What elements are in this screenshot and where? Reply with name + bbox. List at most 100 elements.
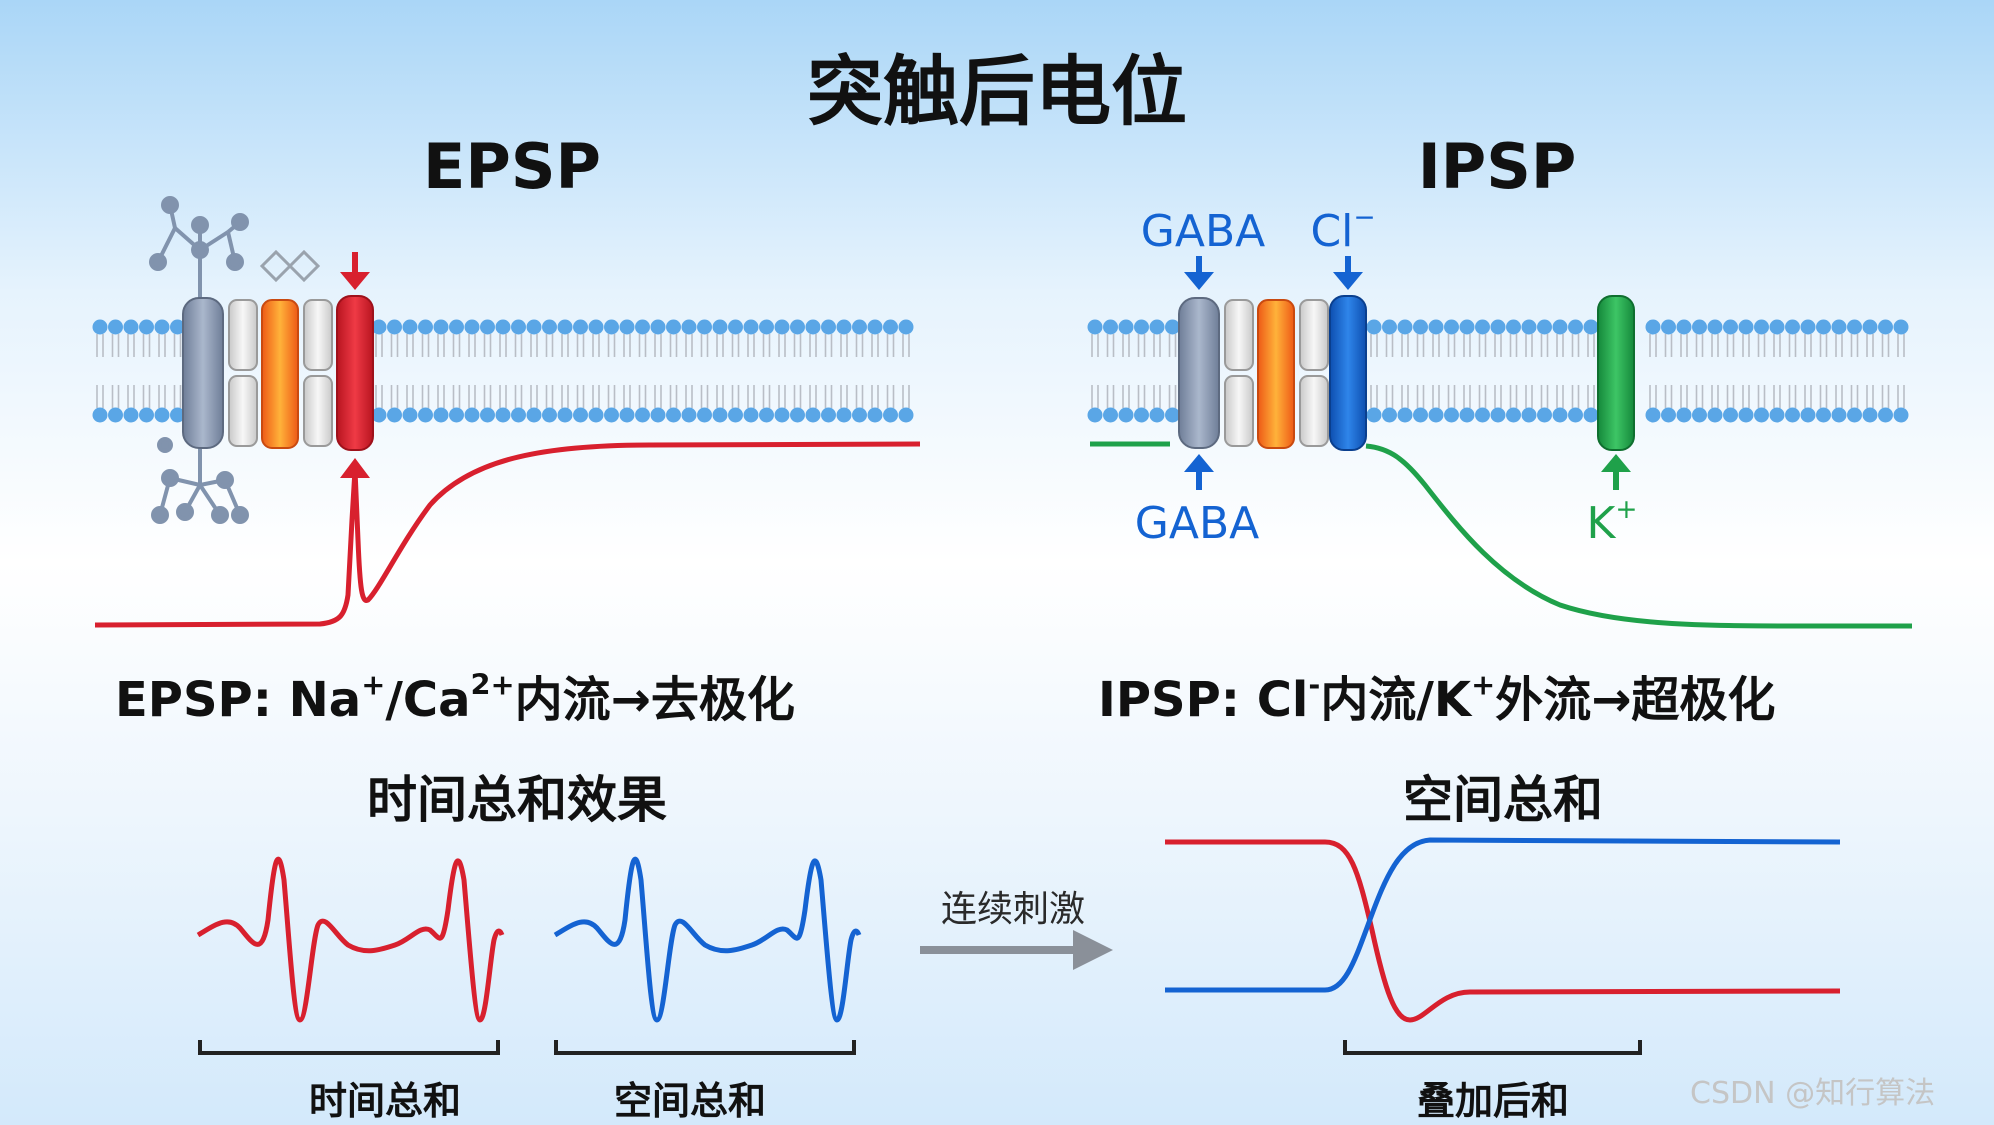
potassium-up-arrow-icon <box>1601 454 1631 490</box>
lipid-head <box>1506 407 1521 423</box>
lipid-head <box>1645 319 1661 335</box>
lipid-head <box>511 407 526 423</box>
summed-bracket <box>1343 1040 1642 1055</box>
ipsp-receptor-protein <box>1178 297 1220 449</box>
lipid-head <box>1831 407 1847 423</box>
lipid-head <box>402 407 418 423</box>
ipsp-membrane <box>1087 319 1909 423</box>
gaba-bottom-label: GABA <box>1134 498 1260 549</box>
lipid-head <box>139 319 154 335</box>
lipid-head <box>1149 407 1165 423</box>
temporal-bracket <box>198 1040 500 1055</box>
lipid-head <box>666 319 681 335</box>
spatial-bracket <box>554 1040 856 1055</box>
ipsp-caption: IPSP: Cl-内流/K+外流→超极化 <box>1098 660 1775 730</box>
lipid-head <box>1738 407 1754 423</box>
lipid-head <box>1134 407 1149 423</box>
lipid-head <box>573 407 588 423</box>
epsp-membrane <box>92 319 914 423</box>
lipid-head <box>604 407 619 423</box>
lipid-head <box>712 407 728 423</box>
gaba-top-label: GABA <box>1140 206 1266 257</box>
lipid-head <box>154 319 170 335</box>
lipid-head <box>418 319 433 335</box>
lipid-head <box>1661 407 1676 423</box>
summed-curve-red <box>1165 839 1841 1023</box>
lipid-head <box>1707 319 1723 335</box>
lipid-head <box>635 319 650 335</box>
lipid-head <box>1397 407 1413 423</box>
chloride-symbol: Cl <box>1310 206 1354 257</box>
summed-curve-blue <box>1165 837 1841 993</box>
lipid-head <box>619 407 635 423</box>
lipid-head <box>1878 407 1893 423</box>
lipid-head <box>588 319 604 335</box>
lipid-head <box>635 407 650 423</box>
lipid-head <box>867 407 883 423</box>
ligand-outline-icon <box>259 249 321 283</box>
lipid-head <box>1692 319 1707 335</box>
lipid-head <box>759 319 774 335</box>
neurotransmitter-molecule-bottom-icon <box>151 437 249 524</box>
lipid-head <box>449 319 464 335</box>
lipid-head <box>681 407 697 423</box>
lipid-head <box>402 319 418 335</box>
lipid-head <box>743 319 759 335</box>
lipid-head <box>449 407 464 423</box>
red-down-arrow-icon <box>340 252 370 290</box>
lipid-head <box>542 407 557 423</box>
ipsp-white-channel-left <box>1224 299 1254 447</box>
lipid-head <box>1661 319 1676 335</box>
ipsp-caption-mid: 内流/K <box>1320 672 1472 728</box>
lipid-head <box>836 407 852 423</box>
lipid-head <box>1428 319 1444 335</box>
red-up-arrow-icon <box>340 458 370 478</box>
spatial-summation-title: 空间总和 <box>1403 771 1603 829</box>
lipid-head <box>1568 319 1583 335</box>
lipid-head <box>1723 319 1738 335</box>
lipid-head <box>1537 407 1552 423</box>
lipid-head <box>1459 407 1475 423</box>
lipid-head <box>1537 319 1552 335</box>
lipid-head <box>170 319 185 335</box>
lipid-head <box>108 319 123 335</box>
lipid-head <box>1893 319 1909 335</box>
lipid-head <box>495 319 511 335</box>
potassium-charge: + <box>1615 494 1638 526</box>
lipid-head <box>1893 407 1909 423</box>
lipid-head <box>650 319 666 335</box>
lipid-head <box>1444 319 1459 335</box>
lipid-head <box>1785 319 1800 335</box>
lipid-head <box>712 319 728 335</box>
ipsp-heading: IPSP <box>1417 130 1577 203</box>
lipid-head <box>1583 319 1599 335</box>
lipid-head <box>774 319 790 335</box>
lipid-head <box>464 319 480 335</box>
lipid-head <box>1800 407 1816 423</box>
lipid-head <box>1785 407 1800 423</box>
neurotransmitter-molecule-top-icon <box>149 196 249 300</box>
ipsp-caption-suffix: 外流→超极化 <box>1495 672 1776 728</box>
lipid-head <box>1800 319 1816 335</box>
lipid-head <box>1382 319 1397 335</box>
lipid-head <box>1816 319 1831 335</box>
lipid-head <box>1847 319 1862 335</box>
lipid-head <box>1118 407 1134 423</box>
lipid-head <box>1862 319 1878 335</box>
lipid-head <box>1134 319 1149 335</box>
lipid-head <box>371 319 387 335</box>
epsp-heading: EPSP <box>423 130 601 203</box>
lipid-head <box>1645 407 1661 423</box>
continuous-stimulation-label: 连续刺激 <box>940 889 1086 930</box>
lipid-head <box>1459 319 1475 335</box>
temporal-bracket-label: 时间总和 <box>308 1079 462 1123</box>
lipid-head <box>433 407 449 423</box>
epsp-caption-sup1: + <box>361 667 386 702</box>
lipid-head <box>387 319 402 335</box>
lipid-head <box>790 407 805 423</box>
lipid-head <box>650 407 666 423</box>
lipid-head <box>92 319 108 335</box>
lipid-head <box>1149 319 1165 335</box>
lipid-head <box>1676 407 1692 423</box>
